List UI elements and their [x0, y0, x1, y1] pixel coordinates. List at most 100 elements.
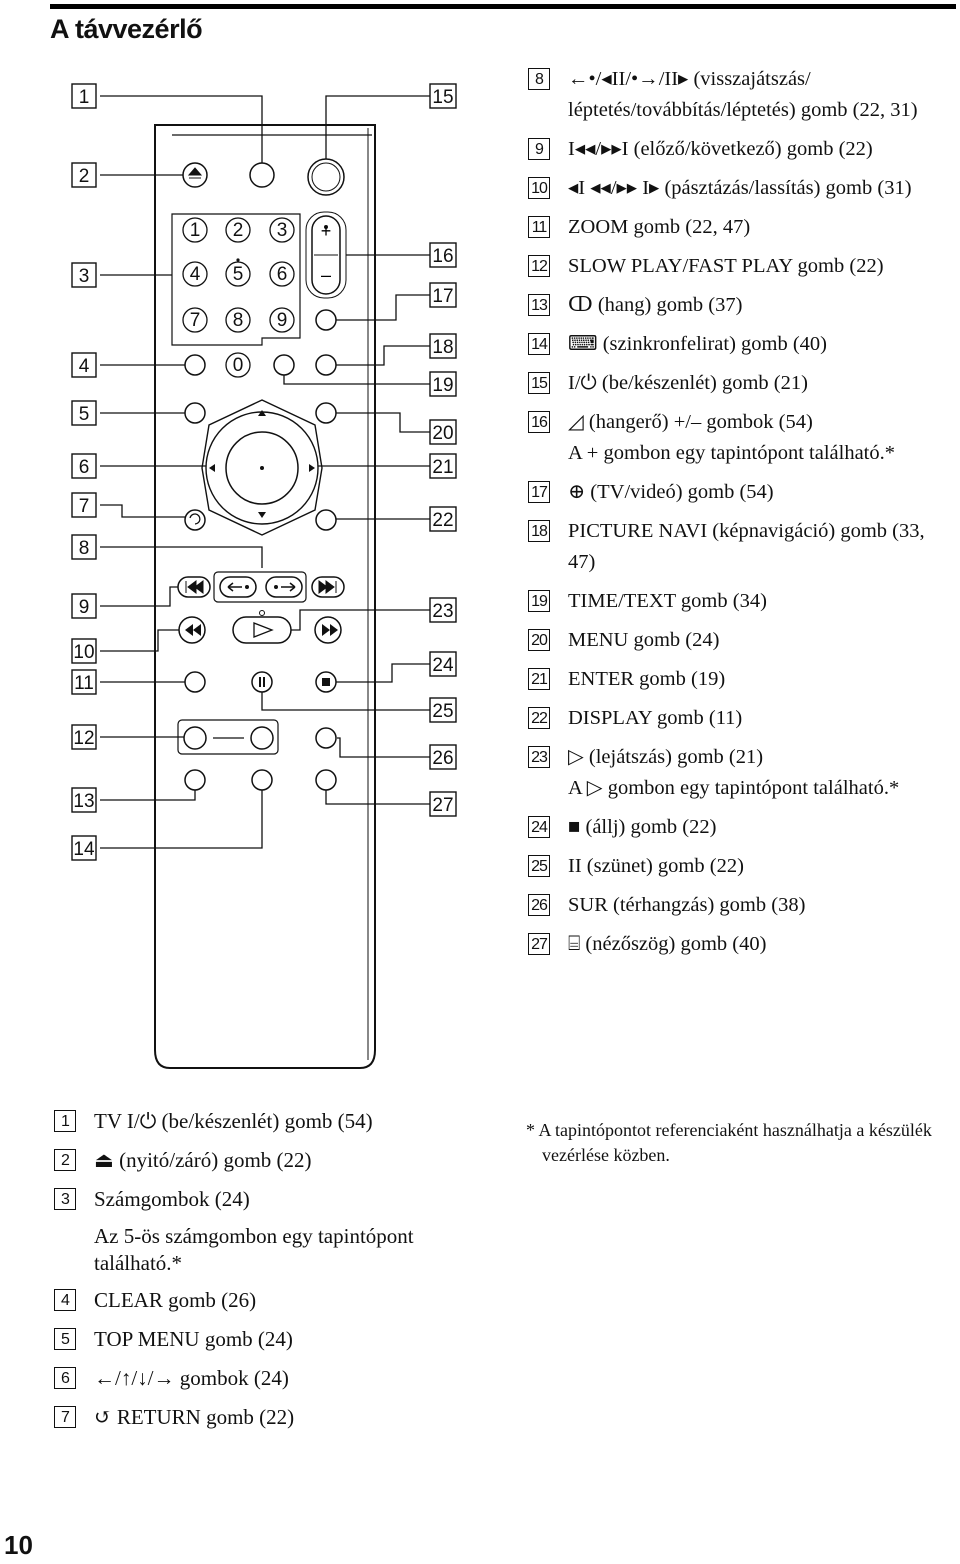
vol-plus-glyph: + [321, 221, 332, 241]
callout-25: 25 [432, 701, 453, 722]
legend-badge: 4 [54, 1289, 76, 1311]
legend-item-10: 10◂I ◂◂/▸▸ I▸ (pásztázás/lassítás) gomb … [528, 173, 956, 204]
callout-22: 22 [432, 510, 453, 531]
legend-item-27: 27⌸ (nézőszög) gomb (40) [528, 929, 956, 960]
legend-item-12: 12 SLOW PLAY/FAST PLAY gomb (22) [528, 251, 956, 282]
legend-text: ZOOM gomb (22, 47) [568, 216, 751, 238]
callout-24: 24 [432, 655, 454, 676]
legend-badge: 23 [528, 746, 550, 768]
callout-16: 16 [432, 246, 453, 267]
legend-badge: 12 [528, 255, 550, 277]
legend-text: ⌨ (szinkronfelirat) gomb (40) [568, 333, 828, 355]
legend-badge: 24 [528, 816, 550, 838]
subtitle-button [251, 769, 273, 791]
legend-item-14: 14 ⌨ (szinkronfelirat) gomb (40) [528, 329, 956, 360]
key-7: 7 [190, 310, 201, 331]
pause-button [251, 671, 273, 693]
legend-text: ⊕ (TV/videó) gomb (54) [568, 481, 774, 503]
key-2: 2 [233, 220, 244, 241]
top-rule [50, 4, 956, 9]
tv-video-button [315, 309, 337, 331]
callout-6: 6 [79, 457, 90, 478]
legend-text: ▷ (lejátszás) gomb (21) [568, 746, 764, 768]
key-8: 8 [233, 310, 244, 331]
key-4: 4 [190, 264, 201, 285]
callout-5: 5 [79, 404, 90, 425]
legend-badge: 19 [528, 590, 550, 612]
legend-text: TOP MENU gomb (24) [94, 1327, 293, 1351]
legend-text: CLEAR gomb (26) [94, 1288, 257, 1312]
callout-27: 27 [432, 795, 453, 816]
time-text-button [273, 354, 295, 376]
legend-right: 8←•/◂II/•→/II▸ (visszajátszás/ léptetés/… [528, 64, 956, 968]
callout-13: 13 [73, 791, 94, 812]
legend-item-13: 13 ↀ (hang) gomb (37) [528, 290, 956, 321]
legend-item-4: 4 CLEAR gomb (26) [54, 1285, 494, 1316]
leader-lines-right [261, 95, 430, 805]
top-menu-button [184, 402, 206, 424]
angle-button [315, 769, 337, 791]
clear-button [184, 354, 206, 376]
play-button [232, 616, 292, 644]
legend-badge: 20 [528, 629, 550, 651]
legend-badge: 13 [528, 294, 550, 316]
menu-button [315, 402, 337, 424]
callout-8: 8 [79, 538, 90, 559]
callout-4: 4 [79, 356, 90, 377]
legend-text: TIME/TEXT gomb (34) [568, 590, 767, 612]
legend-badge: 14 [528, 333, 550, 355]
legend-badge: 9 [528, 138, 550, 160]
legend-badge: 6 [54, 1367, 76, 1389]
legend-badge: 2 [54, 1149, 76, 1171]
legend-badge: 3 [54, 1188, 76, 1210]
legend-badge: 15 [528, 372, 550, 394]
legend-badge: 26 [528, 894, 550, 916]
legend-text: Számgombok (24) [94, 1187, 250, 1211]
callout-11: 11 [74, 673, 94, 694]
legend-text: I◂◂/▸▸I (előző/következő) gomb (22) [568, 138, 873, 160]
return-button [184, 509, 206, 531]
legend-text: SLOW PLAY/FAST PLAY gomb (22) [568, 255, 884, 277]
legend-item-8: 8←•/◂II/•→/II▸ (visszajátszás/ léptetés/… [528, 64, 956, 126]
callout-1: 1 [79, 87, 90, 108]
key-9: 9 [277, 310, 288, 331]
callout-19: 19 [432, 375, 453, 396]
legend-item-11: 11 ZOOM gomb (22, 47) [528, 212, 956, 243]
legend-badge: 18 [528, 520, 550, 542]
legend-item-6: 6←/↑/↓/→ gombok (24) [54, 1363, 494, 1394]
legend-text: I/⏻ (be/készenlét) gomb (21) [568, 372, 808, 394]
callout-26: 26 [432, 748, 453, 769]
legend-item-9: 9 I◂◂/▸▸I (előző/következő) gomb (22) [528, 134, 956, 165]
legend-text: ⌸ (nézőszög) gomb (40) [568, 933, 767, 955]
picture-navi-button [315, 354, 337, 376]
page-title: A távvezérlő [50, 14, 203, 44]
callouts-left: 1 2 3 4 5 6 7 8 9 10 11 12 13 14 [71, 83, 97, 861]
legend-text: TV I/⏻ (be/készenlét) gomb (54) [94, 1109, 373, 1133]
legend-text: ↀ (hang) gomb (37) [568, 294, 743, 316]
legend-text: ◿ (hangerő) +/– gombok (54) [568, 411, 813, 433]
callout-20: 20 [432, 423, 453, 444]
legend-badge: 10 [528, 177, 550, 199]
legend-badge: 17 [528, 481, 550, 503]
legend-badge: 11 [528, 216, 550, 238]
key-1: 1 [190, 220, 201, 241]
legend-text: ■ (állj) gomb (22) [568, 816, 717, 838]
remote-diagram: + – 1 2 3 4 5 6 7 8 9 0 [71, 83, 457, 1069]
callout-9: 9 [79, 597, 90, 618]
legend-item-7: 7↺ RETURN gomb (22) [54, 1402, 494, 1433]
audio-button [184, 769, 206, 791]
sur-button [315, 727, 337, 749]
legend-item-15: 15 I/⏻ (be/készenlét) gomb (21) [528, 368, 956, 399]
callouts-right: 15 16 17 18 19 20 21 22 23 24 25 26 27 [429, 83, 457, 817]
callout-7: 7 [79, 496, 90, 517]
key-5: 5 [233, 264, 244, 285]
zoom-button [184, 671, 206, 693]
power-button [307, 158, 345, 196]
